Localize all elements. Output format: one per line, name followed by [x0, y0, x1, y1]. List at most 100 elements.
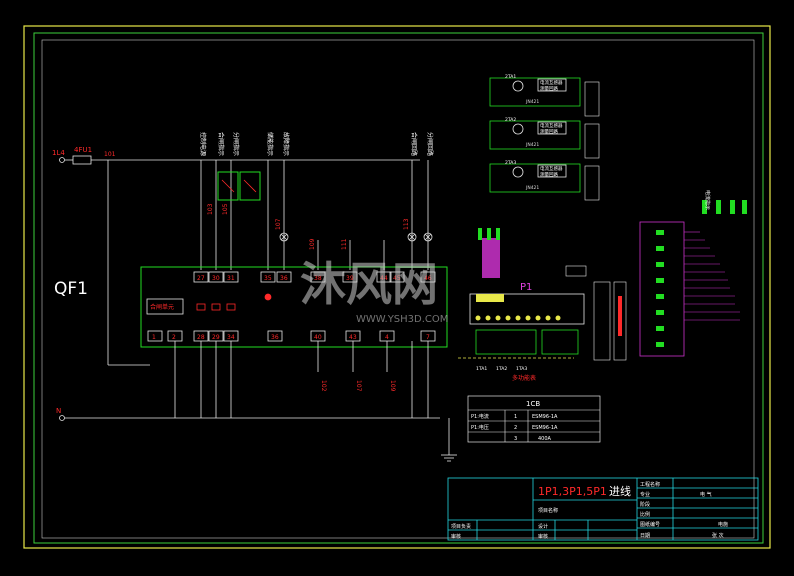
term-bot-5: 34 — [227, 334, 235, 341]
watermark-url: WWW.YSH3D.COM — [356, 314, 448, 325]
top-labels: 控制电源 合闸指示 分闸指示 储能指示 故障指示 合闸回路 分闸回路 — [199, 132, 434, 156]
project-label: 项目名称 — [538, 507, 558, 514]
top-label-5: 故障指示 — [282, 132, 290, 156]
title-text: 1P1,3P1,5P1 — [538, 485, 607, 498]
ct-ratio-2: 2TA2 — [505, 117, 516, 123]
wire-101-label: 101 — [104, 151, 116, 158]
parts-table-header: 1CB — [526, 400, 540, 408]
term-top-5: 36 — [280, 275, 288, 282]
term-bot-10: 7 — [426, 334, 430, 341]
wire-label-4: 109 — [309, 238, 316, 250]
term-top-2: 30 — [212, 275, 220, 282]
ct-sub-2: JN421 — [525, 142, 539, 148]
meter-p1: P1 多功能表 1TA1 1TA2 1TA3 — [458, 228, 587, 382]
check-label: 审核 — [538, 533, 548, 540]
closing-unit-label: 合闸单元 — [150, 303, 174, 311]
meter-sublabel: 多功能表 — [512, 374, 536, 382]
bottom-wire-1: 102 — [320, 380, 327, 392]
term-top-1: 27 — [197, 275, 205, 282]
top-label-4: 储能指示 — [266, 132, 274, 156]
ct-ratio-1: 2TA1 — [505, 74, 516, 80]
wire-label-5: 111 — [341, 238, 348, 250]
ct-box-3: 电流互感器 — [540, 165, 563, 172]
ct-label-3: 1TA3 — [516, 366, 527, 372]
ct-box2-2: 测量回路 — [540, 128, 558, 135]
parts-row-3-model: 400A — [538, 436, 552, 442]
terminals-top: 27 30 31 35 36 38 39 44 45 46 — [193, 271, 436, 283]
left-label-2: 审核 — [451, 533, 461, 540]
term-bot-4: 29 — [212, 334, 220, 341]
term-top-3: 31 — [227, 275, 235, 282]
ground-symbol — [441, 418, 457, 462]
term-top-6: 38 — [314, 275, 322, 282]
title-suffix: 进线 — [609, 484, 631, 498]
tb-row-6-k: 日期 — [640, 533, 650, 539]
meter-label: P1 — [520, 282, 532, 293]
tb-row-2-v: 电 气 — [700, 491, 712, 498]
parts-row-3-qty: 3 — [514, 436, 517, 442]
term-top-10: 46 — [424, 275, 432, 282]
term-top-8: 44 — [380, 275, 388, 282]
ct-box2-1: 测量回路 — [540, 85, 558, 92]
wire-label-2: 105 — [222, 203, 229, 215]
neutral-label: N — [56, 407, 61, 415]
watermark: 沐风网 WWW.YSH3D.COM — [300, 257, 448, 325]
breaker-label: QF1 — [54, 279, 88, 299]
parts-row-2-name: P1:电压 — [471, 424, 489, 431]
ct-circuit-2: 电流互感器 测量回路 2TA2 JN421 — [489, 117, 581, 150]
top-label-2: 合闸指示 — [217, 132, 225, 156]
fuse-label: 4FU1 — [74, 146, 92, 154]
closing-unit-box — [146, 298, 184, 315]
right-panel: 电流指示 — [593, 190, 747, 361]
top-label-3: 分闸指示 — [232, 132, 240, 156]
inner-frame — [33, 32, 764, 544]
term-bot-2: 2 — [172, 334, 176, 341]
ct-label-2: 1TA2 — [496, 366, 507, 372]
breaker-module-box — [140, 266, 448, 348]
tb-row-4-k: 比例 — [640, 511, 650, 518]
tb-row-5-k: 图纸编号 — [640, 521, 660, 528]
parts-row-2-model: ESM96-1A — [532, 425, 558, 431]
term-bot-9: 4 — [385, 334, 389, 341]
ct-sub-1: JN421 — [525, 99, 539, 105]
tb-row-1-k: 工程名称 — [640, 481, 660, 488]
relay-block — [217, 171, 261, 201]
ct-label-1: 1TA1 — [476, 366, 487, 372]
title-block — [447, 477, 759, 541]
bottom-wire-3: 109 — [389, 380, 396, 392]
watermark-brand: 沐风网 — [300, 257, 438, 311]
ct-sub-3: JN421 — [525, 185, 539, 191]
supply-phase-label: 1L4 — [52, 149, 65, 157]
tb-row-2-k: 专业 — [640, 491, 650, 498]
ct-circuit-1: 电流互感器 测量回路 2TA1 JN421 — [489, 74, 581, 107]
ct-box-1: 电流互感器 — [540, 79, 563, 86]
left-label-1: 项目负责 — [451, 523, 471, 530]
term-top-9: 45 — [393, 275, 401, 282]
ct-ratio-3: 2TA3 — [505, 160, 516, 166]
parts-row-2-qty: 2 — [514, 425, 517, 431]
top-label-6: 合闸回路 — [410, 132, 418, 156]
top-label-1: 控制电源 — [199, 132, 207, 156]
indicator-lamps — [279, 232, 433, 242]
parts-row-1-model: ESM96-1A — [532, 414, 558, 420]
term-bot-3: 28 — [197, 334, 205, 341]
wire-label-6: 113 — [403, 218, 410, 230]
bottom-wires — [174, 341, 429, 418]
term-bot-8: 43 — [349, 334, 357, 341]
term-top-4: 35 — [264, 275, 272, 282]
wire-label-3: 107 — [275, 218, 282, 230]
design-label: 设计 — [538, 523, 548, 530]
parts-row-1-name: P1:电流 — [471, 413, 489, 420]
title-right-rows: 工程名称 专业 电 气 阶段 比例 图纸编号 电施 日期 张 次 — [640, 481, 728, 539]
right-panel-label: 电流指示 — [704, 190, 711, 210]
supply-line — [59, 155, 440, 421]
parts-table: 1CB P1:电流 1 ESM96-1A P1:电压 2 ESM96-1A 3 … — [467, 395, 601, 443]
wire-labels: 103 105 107 109 111 113 — [207, 203, 410, 250]
tb-row-5-v: 电施 — [718, 521, 728, 528]
wire-label-1: 103 — [207, 203, 214, 215]
vertical-branches — [200, 160, 429, 270]
term-top-7: 39 — [346, 275, 354, 282]
outer-frame — [23, 25, 771, 549]
